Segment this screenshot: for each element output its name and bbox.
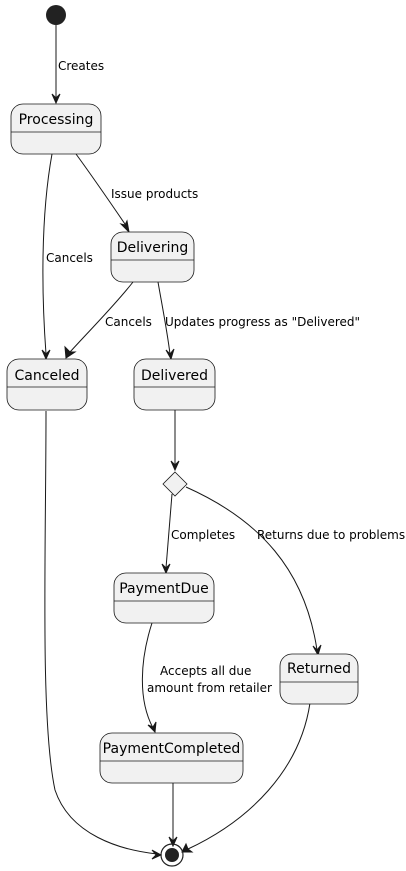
label-updates-progress: Updates progress as "Delivered"	[165, 315, 360, 329]
state-payment-completed: PaymentCompleted	[99, 732, 244, 784]
state-canceled-label: Canceled	[15, 368, 80, 384]
edge-delivered-to-choice	[170, 410, 180, 472]
state-returned: Returned	[279, 653, 359, 705]
label-creates: Creates	[58, 59, 104, 73]
edge-cancels-from-delivering	[64, 281, 134, 359]
edge-payment-completed-to-final	[168, 783, 178, 848]
label-cancels-from-delivering: Cancels	[105, 315, 152, 329]
state-payment-completed-label: PaymentCompleted	[103, 741, 241, 757]
initial-state	[46, 5, 66, 25]
edge-returned-to-final	[181, 702, 311, 853]
state-delivering-label: Delivering	[117, 240, 188, 256]
state-payment-due: PaymentDue	[113, 572, 215, 624]
edge-issue-products	[75, 153, 130, 234]
state-processing: Processing	[10, 103, 102, 155]
edge-creates	[51, 25, 61, 105]
state-delivered: Delivered	[133, 358, 216, 411]
state-returned-label: Returned	[287, 661, 351, 677]
state-delivered-label: Delivered	[141, 368, 208, 384]
label-issue-products: Issue products	[111, 187, 198, 201]
edge-returns	[185, 486, 322, 657]
edge-canceled-to-final	[44, 410, 163, 860]
state-canceled: Canceled	[6, 358, 88, 411]
label-accepts-line2: amount from retailer	[147, 681, 272, 695]
edge-cancels-from-processing	[41, 153, 53, 361]
label-completes: Completes	[171, 528, 235, 542]
state-processing-label: Processing	[19, 112, 94, 128]
edge-updates-progress	[157, 281, 175, 361]
label-returns: Returns due to problems	[257, 528, 405, 542]
choice-diamond	[162, 471, 188, 497]
edge-completes	[161, 493, 173, 575]
edge-accepts	[141, 622, 157, 734]
final-state	[160, 843, 184, 867]
state-payment-due-label: PaymentDue	[119, 581, 209, 597]
label-cancels-from-processing: Cancels	[46, 251, 93, 265]
label-accepts-line1: Accepts all due	[160, 664, 251, 678]
state-delivering: Delivering	[110, 231, 195, 283]
